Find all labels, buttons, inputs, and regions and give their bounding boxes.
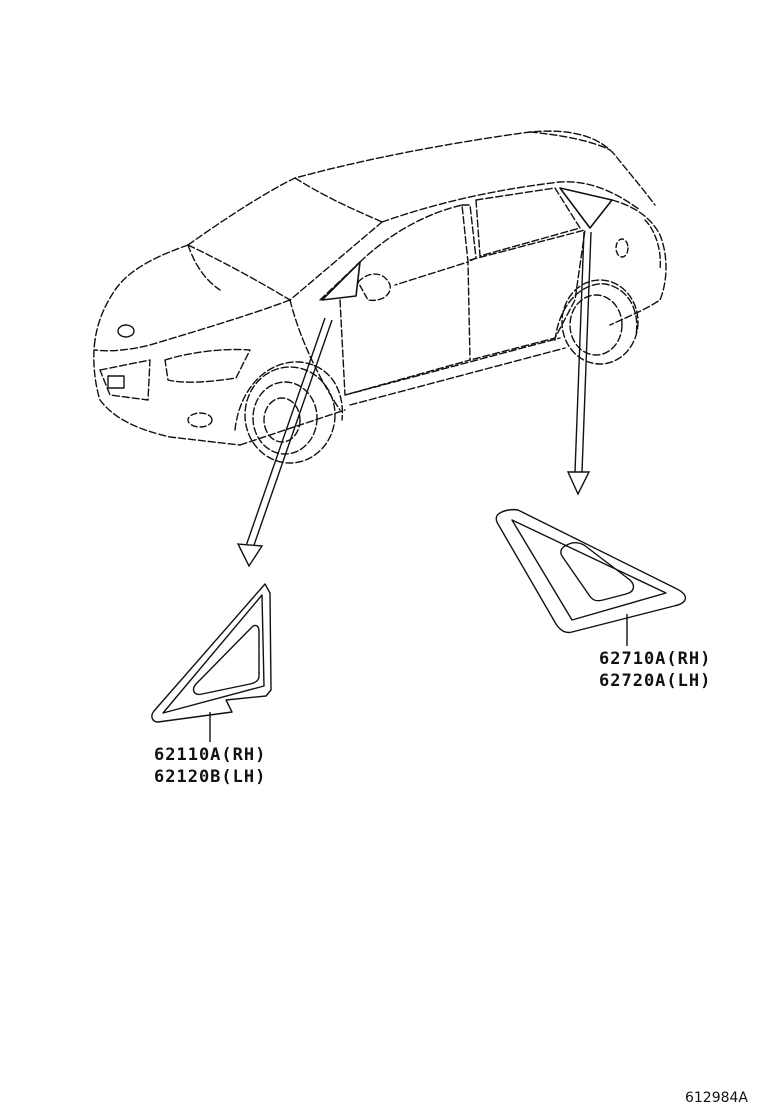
front-quarter-glass-pane (192, 624, 260, 696)
reference-code: 612984A (684, 1090, 748, 1106)
car-grille (99, 359, 151, 401)
car-side-sill (239, 337, 566, 446)
car-rear-quarter-window (559, 187, 613, 229)
rear-quarter-glass (495, 508, 687, 646)
car-rear-door (469, 229, 586, 361)
car-hood-line (94, 244, 189, 341)
car-side-mirror (357, 273, 391, 302)
car-foglamp (187, 412, 213, 428)
car-hood-center (187, 244, 221, 291)
car-roof-rail (294, 177, 383, 223)
front-quarter-glass-outer (151, 583, 272, 723)
car-roof-rear (529, 131, 611, 151)
part-number-rh: 62110A(RH) (154, 745, 267, 765)
car-roof-edge (381, 181, 641, 223)
part-number-lh: 62720A(LH) (599, 671, 712, 691)
car-b-pillar (461, 204, 477, 263)
car-emblem (117, 324, 135, 338)
part-number-lh: 62120B(LH) (154, 767, 267, 787)
car-front-wheel (234, 361, 344, 464)
car-front-quarter-window (321, 261, 361, 301)
car-fuel-lid (615, 238, 629, 258)
car-front-bumper (93, 339, 241, 446)
car-rear-body (609, 199, 667, 326)
car-front-door (339, 261, 471, 396)
car-front-door-window (359, 204, 469, 286)
car-headlamp (164, 348, 251, 383)
arrow-front-quarter (236, 317, 333, 568)
car-hood-crease (94, 299, 291, 352)
leader-arrows (236, 231, 592, 568)
car-rear-lamp (644, 219, 662, 271)
car-roof-line (187, 130, 656, 246)
car-illustration (93, 130, 667, 464)
part-number-rh: 62710A(RH) (599, 649, 712, 669)
rear-quarter-glass-label: 62710A(RH) 62720A(LH) (599, 648, 711, 692)
front-quarter-glass-label: 62110A(RH) 62120B(LH) (154, 744, 266, 788)
car-windshield (187, 221, 383, 301)
car-body-side (289, 299, 341, 411)
rear-quarter-glass-inner-edge (511, 519, 667, 621)
rear-quarter-glass-pane (560, 542, 635, 602)
car-rear-wheel (554, 279, 639, 365)
arrow-rear-quarter (566, 231, 592, 496)
car-plate (107, 375, 125, 389)
front-quarter-glass (151, 583, 272, 742)
car-rear-door-window (475, 187, 581, 257)
front-quarter-glass-inner-edge (162, 594, 265, 714)
rear-quarter-glass-outer (495, 508, 687, 634)
